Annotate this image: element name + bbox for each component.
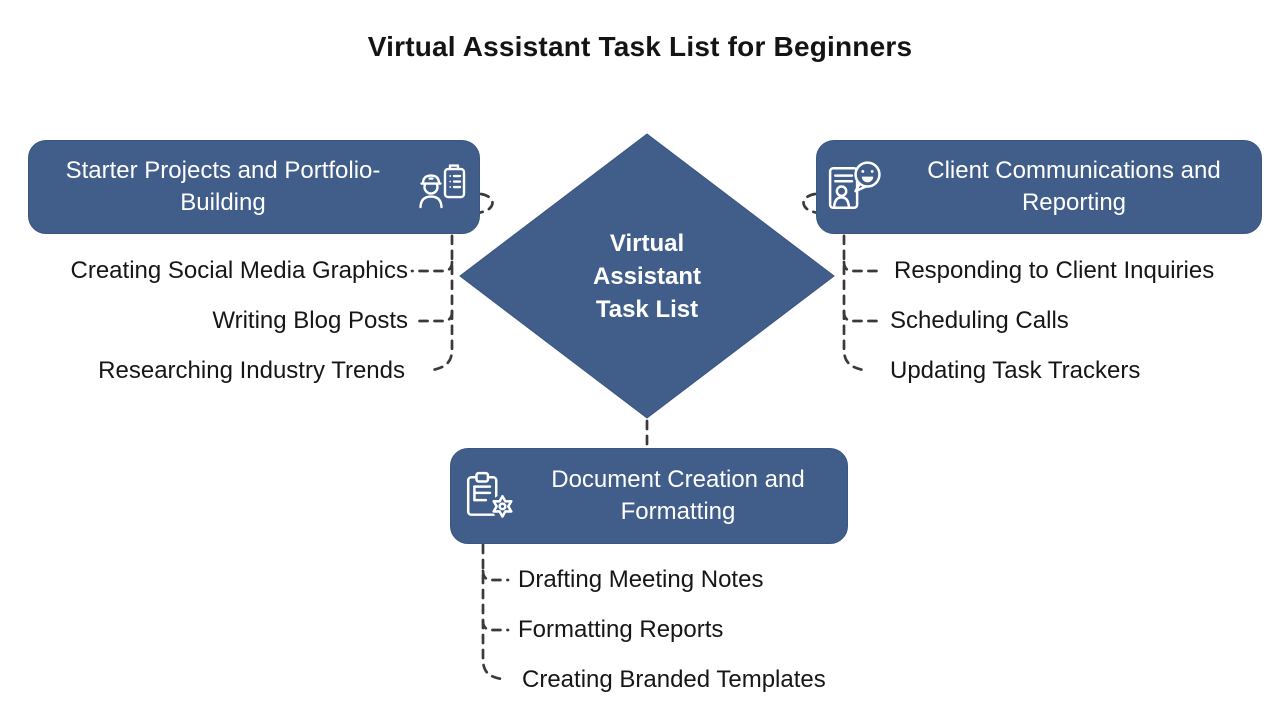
connector-right-stub-1 — [842, 260, 882, 273]
task-item-formatting-reports: Formatting Reports — [518, 616, 724, 643]
connector-bottom-stub-1 — [481, 569, 510, 582]
worker-checklist-icon — [419, 162, 469, 210]
connector-bottom-branch — [481, 543, 504, 681]
branch-node-starter-projects: Starter Projects and Portfolio- Building — [28, 140, 480, 234]
connector-bottom-stub-2 — [481, 619, 510, 632]
task-item-writing-blog-posts: Writing Blog Posts — [212, 307, 408, 334]
connector-right-stub-2 — [842, 310, 880, 323]
diagram-title: Virtual Assistant Task List for Beginner… — [367, 31, 913, 62]
task-item-drafting-meeting-notes: Drafting Meeting Notes — [518, 566, 764, 593]
task-item-updating-task-trackers: Updating Task Trackers — [890, 357, 1141, 384]
branch-node-document-creation: Document Creation and Formatting — [450, 448, 848, 544]
task-item-creating-social-media-graphics: Creating Social Media Graphics — [70, 257, 409, 284]
connector-left-stub-1 — [410, 260, 454, 273]
branch-label: Document Creation and Formatting — [551, 466, 805, 525]
clipboard-gear-icon — [463, 469, 517, 521]
center-diamond-shape — [459, 133, 835, 419]
branch-label: Starter Projects and Portfolio- Building — [65, 157, 381, 216]
task-item-researching-industry-trends: Researching Industry Trends — [98, 357, 405, 384]
center-diamond-label: Virtual Assistant Task List — [592, 230, 702, 323]
connector-left-stub-2 — [413, 310, 454, 323]
task-item-responding-to-client-inquiries: Responding to Client Inquiries — [894, 257, 1215, 284]
task-item-scheduling-calls: Scheduling Calls — [890, 307, 1069, 334]
branch-node-client-communications: Client Communications and Reporting — [816, 140, 1262, 234]
branch-label: Client Communications and Reporting — [927, 157, 1221, 216]
task-item-creating-branded-templates: Creating Branded Templates — [522, 666, 826, 693]
client-chat-icon — [827, 160, 881, 212]
